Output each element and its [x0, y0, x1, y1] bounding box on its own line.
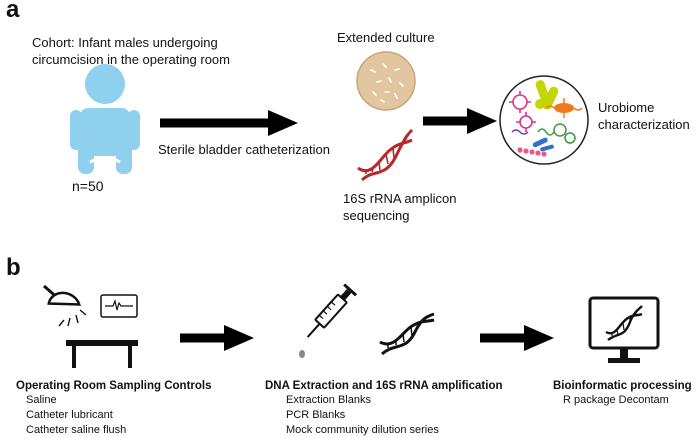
or-control-item: Saline	[26, 394, 57, 406]
or-controls-heading: Operating Room Sampling Controls	[16, 380, 212, 392]
urobiome-line-2: characterization	[598, 117, 690, 132]
surgical-lamp-icon	[43, 284, 87, 327]
cohort-line-2: circumcision in the operating room	[32, 52, 230, 67]
table-icon	[66, 340, 138, 368]
dna-item: PCR Blanks	[286, 409, 346, 421]
petri-dish-icon	[356, 51, 416, 111]
arrow-a2	[423, 108, 497, 134]
arrow-b2	[480, 325, 554, 351]
dna-icon	[357, 128, 414, 182]
monitor-icon	[100, 294, 138, 318]
dna-item: Mock community dilution series	[286, 424, 439, 436]
n-label: n=50	[72, 178, 104, 194]
dna-helix-icon	[379, 312, 435, 356]
arrow-b1	[180, 325, 254, 351]
sequencing-line-2: sequencing	[343, 208, 410, 223]
sequencing-line-1: 16S rRNA amplicon	[343, 191, 457, 206]
dna-block: DNA Extraction and 16S rRNA amplificatio…	[265, 380, 503, 438]
bioinf-heading: Bioinformatic processing	[553, 380, 692, 392]
dna-item: Extraction Blanks	[286, 394, 371, 406]
or-control-item: Catheter lubricant	[26, 409, 113, 421]
panel-letter-a: a	[6, 0, 20, 23]
sequencing-label: 16S rRNA amplicon sequencing	[343, 190, 456, 224]
catheterization-label: Sterile bladder catheterization	[158, 142, 330, 157]
arrow-a1	[160, 110, 298, 136]
panel-letter-b: b	[6, 254, 21, 281]
baby-icon	[70, 64, 140, 174]
cohort-line-1: Cohort: Infant males undergoing	[32, 35, 218, 50]
microbe-dish-icon	[499, 75, 589, 165]
extended-culture-label: Extended culture	[337, 30, 435, 45]
dna-heading: DNA Extraction and 16S rRNA amplificatio…	[265, 380, 503, 392]
bioinf-item: R package Decontam	[563, 394, 669, 406]
or-controls-block: Operating Room Sampling Controls Saline …	[16, 380, 212, 438]
bioinf-block: Bioinformatic processing R package Decon…	[553, 380, 692, 408]
urobiome-line-1: Urobiome	[598, 100, 655, 115]
or-control-item: Catheter saline flush	[26, 424, 127, 436]
syringe-icon	[299, 283, 358, 358]
computer-dna-icon	[588, 296, 660, 363]
cohort-label: Cohort: Infant males undergoing circumci…	[32, 34, 230, 68]
urobiome-label: Urobiome characterization	[598, 99, 690, 133]
